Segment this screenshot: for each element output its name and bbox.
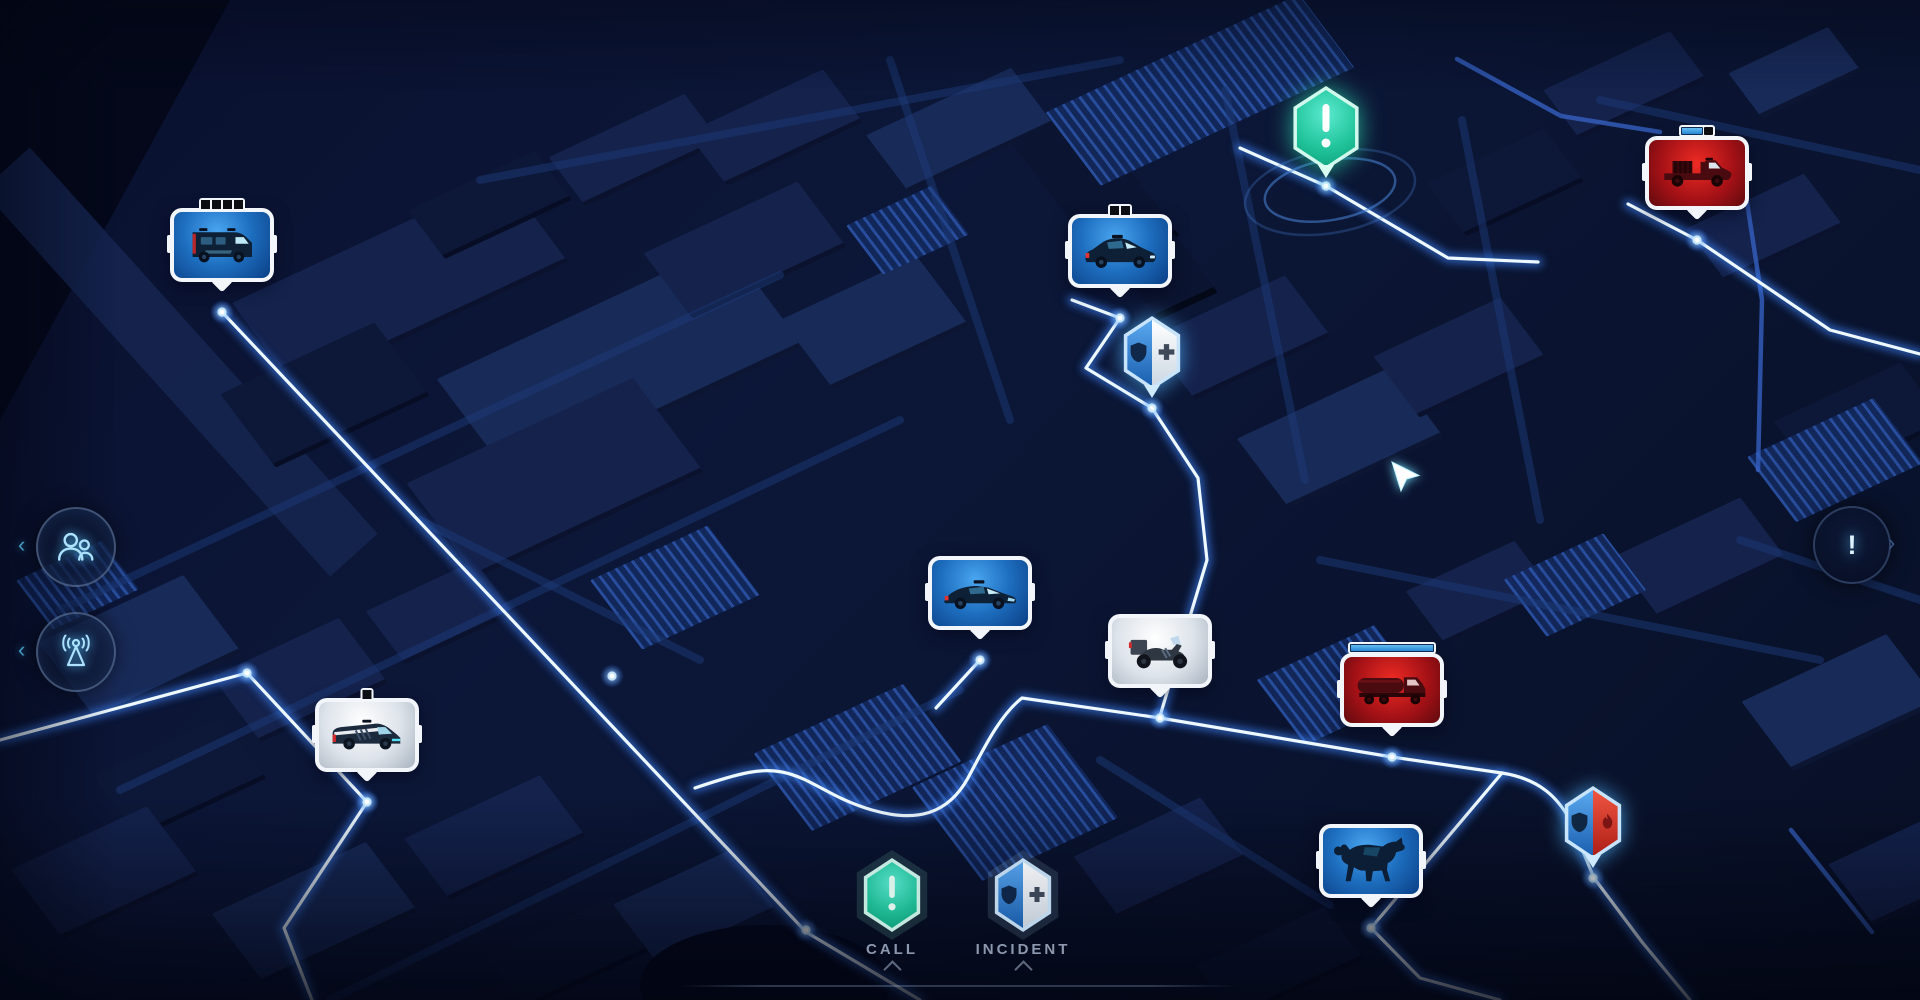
fire-tanker-icon bbox=[1357, 676, 1426, 705]
frame-notch bbox=[1065, 241, 1071, 259]
vehicle-marker-police-car-central[interactable] bbox=[925, 556, 1035, 641]
caret-up-icon bbox=[882, 960, 902, 979]
status-progress-bar bbox=[1348, 642, 1436, 654]
waypoint-dot bbox=[1380, 745, 1404, 769]
waypoint-dot bbox=[1148, 706, 1172, 730]
incident-marker-emergency-call[interactable] bbox=[1289, 86, 1363, 178]
frame-notch bbox=[1420, 851, 1426, 869]
police-sports-car-icon bbox=[943, 579, 1016, 609]
frame-notch bbox=[1105, 641, 1111, 659]
staff-people-icon bbox=[57, 532, 94, 561]
waypoint-dot bbox=[235, 661, 259, 685]
status-segments bbox=[360, 688, 374, 701]
police-horse-icon bbox=[1333, 837, 1405, 881]
vehicle-marker-fire-pickup[interactable] bbox=[1642, 125, 1752, 221]
frame-notch bbox=[416, 725, 422, 743]
vehicle-marker-police-motorcycle[interactable] bbox=[1105, 614, 1215, 699]
frame-notch bbox=[1029, 583, 1035, 601]
frame-notch bbox=[1316, 851, 1322, 869]
frame-notch bbox=[312, 725, 318, 743]
vehicle-marker-swat-van[interactable] bbox=[167, 198, 277, 293]
alerts-panel-button[interactable]: ! bbox=[1813, 506, 1891, 584]
radio-panel-button[interactable] bbox=[36, 612, 116, 692]
motorcycle-icon bbox=[1128, 635, 1187, 668]
swat-van-icon bbox=[192, 227, 252, 262]
frame-notch bbox=[271, 235, 277, 253]
status-progress-bar bbox=[1679, 125, 1715, 137]
vehicle-marker-unmarked-van[interactable] bbox=[312, 688, 422, 783]
vehicle-marker-fire-tanker[interactable] bbox=[1337, 642, 1447, 738]
waypoint-dot bbox=[1581, 866, 1605, 890]
incident-label: INCIDENT bbox=[975, 941, 1071, 958]
mouse-cursor bbox=[1391, 461, 1421, 493]
staff-panel-button[interactable] bbox=[36, 507, 116, 587]
waypoint-dot bbox=[355, 790, 379, 814]
frame-notch bbox=[1642, 163, 1648, 181]
waypoint-dot bbox=[600, 664, 624, 688]
call-label: CALL bbox=[866, 941, 918, 958]
status-segments bbox=[199, 198, 245, 211]
toolbar-divider bbox=[680, 985, 1235, 987]
radio-antenna-icon bbox=[62, 634, 90, 667]
exclamation-icon: ! bbox=[1847, 529, 1857, 560]
vehicle-marker-police-car-north[interactable] bbox=[1065, 204, 1175, 299]
waypoint-dot bbox=[210, 300, 234, 324]
waypoint-dot bbox=[1359, 916, 1383, 940]
waypoint-dot bbox=[794, 918, 818, 942]
waypoint-dot bbox=[1685, 228, 1709, 252]
chevron-right-icon[interactable]: › bbox=[1888, 530, 1896, 555]
exclamation-icon bbox=[888, 875, 896, 911]
frame-notch bbox=[1746, 163, 1752, 181]
frame-notch bbox=[167, 235, 173, 253]
police-shield-icon bbox=[1130, 342, 1147, 363]
medical-cross-icon bbox=[1029, 887, 1045, 902]
police-car-icon bbox=[1085, 234, 1156, 268]
fire-flame-icon bbox=[1602, 813, 1613, 829]
vehicle-marker-police-horse[interactable] bbox=[1316, 824, 1426, 909]
fire-pickup-icon bbox=[1663, 157, 1732, 187]
incident-marker-police-fire[interactable] bbox=[1561, 786, 1625, 868]
status-segments bbox=[1108, 204, 1132, 217]
waypoint-dot bbox=[968, 648, 992, 672]
exclamation-icon bbox=[1321, 104, 1331, 148]
toolbar-incident-button[interactable]: INCIDENT bbox=[958, 850, 1088, 979]
frame-notch bbox=[1337, 680, 1343, 698]
unmarked-van-icon bbox=[332, 719, 401, 750]
police-shield-icon bbox=[1571, 812, 1588, 833]
police-shield-icon bbox=[1001, 885, 1017, 905]
incident-marker-police-medical[interactable] bbox=[1120, 316, 1184, 398]
frame-notch bbox=[925, 583, 931, 601]
chevron-left-icon[interactable]: ‹ bbox=[18, 637, 26, 662]
frame-notch bbox=[1441, 680, 1447, 698]
waypoint-dot bbox=[1140, 396, 1164, 420]
frame-notch bbox=[1169, 241, 1175, 259]
frame-notch bbox=[1209, 641, 1215, 659]
toolbar-call-button[interactable]: CALL bbox=[827, 850, 957, 979]
medical-cross-icon bbox=[1158, 344, 1175, 360]
caret-up-icon bbox=[1013, 960, 1033, 979]
chevron-left-icon[interactable]: ‹ bbox=[18, 532, 26, 557]
